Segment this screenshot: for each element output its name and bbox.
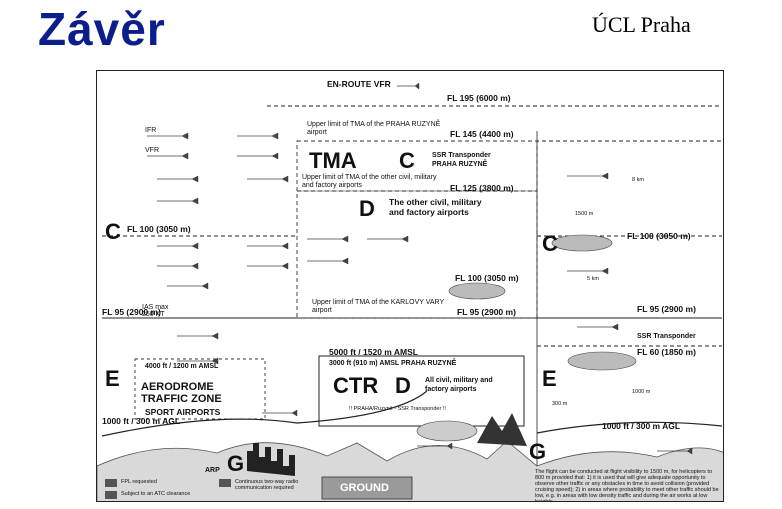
visibility-8km: 8 km <box>632 177 644 183</box>
ssr-praha-label: SSR Transponder PRAHA RUZYNĚ <box>432 152 491 168</box>
arp-label: ARP <box>205 467 220 474</box>
ctr-description: All civil, military and factory airports <box>425 377 493 393</box>
ctr-transponder-note: !! PRAHA/Ruzyně - SSR Transponder !! <box>349 406 446 412</box>
atz-subtitle: SPORT AIRPORTS <box>145 407 221 417</box>
distance-300m: 300 m <box>552 401 568 407</box>
ground-label: GROUND <box>340 482 389 494</box>
ctr-letters: CTR <box>333 373 379 398</box>
airspace-graphics <box>97 82 723 501</box>
class-g-left-letter: G <box>227 451 245 476</box>
class-e-right-letter: E <box>542 366 557 391</box>
legend-atc: Subject to an ATC clearance <box>121 491 191 497</box>
amsl-3000-label: 3000 ft (910 m) AMSL PRAHA RUZYNĚ <box>329 360 457 367</box>
ssr-transponder-label: SSR Transponder <box>637 333 696 340</box>
other-airports-label: The other civil, military and factory ai… <box>389 197 482 217</box>
fl100-right-label: FL 100 (3050 m) <box>627 231 691 241</box>
fl95-left-label: FL 95 (2900 m) <box>102 307 161 317</box>
class-g-right-letter: G <box>529 439 547 464</box>
fl125-label: FL 125 (3800 m) <box>450 183 514 193</box>
fl145-label: FL 145 (4400 m) <box>450 129 514 139</box>
tma-other-upper-label: Upper limit of TMA of the other civil, m… <box>302 174 437 189</box>
class-e-left-letter: E <box>105 366 120 391</box>
tma-class-letter: C <box>399 148 415 173</box>
ifr-label: IFR <box>145 127 157 134</box>
karlovy-vary-label: Upper limit of TMA of the KARLOVY VARY a… <box>312 299 445 314</box>
fl60-label: FL 60 (1850 m) <box>637 347 696 357</box>
legend-fpl: FPL requested <box>121 479 157 485</box>
slide-title: Závěr <box>38 3 166 55</box>
tma-praha-upper-label: Upper limit of TMA of the PRAHA RUZYNĚ a… <box>307 121 441 136</box>
vfr-label: VFR <box>145 147 159 154</box>
class-c-left-letter: C <box>105 219 121 244</box>
ias-max-label: IAS max 250 KT <box>142 304 169 318</box>
fl95-right-label: FL 95 (2900 m) <box>637 304 696 314</box>
fl95-mid-label: FL 95 (2900 m) <box>457 307 516 317</box>
class-c-right-letter: C <box>542 231 558 256</box>
fl100-left-label: FL 100 (3050 m) <box>127 224 191 234</box>
amsl-5000-label: 5000 ft / 1520 m AMSL <box>329 347 418 357</box>
fl100-mid-label: FL 100 (3050 m) <box>455 273 519 283</box>
visibility-notes: The flight can be conducted at flight vi… <box>535 469 719 502</box>
class-d-letter: D <box>359 196 375 221</box>
distance-1500m: 1500 m <box>575 211 594 217</box>
atz-title: AERODROME TRAFFIC ZONE <box>141 381 222 405</box>
visibility-5km: 5 km <box>587 276 599 282</box>
agl-left-label: 1000 ft / 300 m AGL <box>102 416 181 426</box>
fl195-label: FL 195 (6000 m) <box>447 93 511 103</box>
agl-right-label: 1000 ft / 300 m AGL <box>602 421 681 431</box>
amsl-4000-label: 4000 ft / 1200 m AMSL <box>145 363 219 370</box>
ctr-class-letter: D <box>395 373 411 398</box>
distance-1000m: 1000 m <box>632 389 651 395</box>
organization-label: ÚCL Praha <box>592 12 691 37</box>
tma-letters: TMA <box>309 148 357 173</box>
airspace-diagram: EN-ROUTE VFR FL 195 (6000 m) Upper limit… <box>96 70 724 502</box>
legend-radio: Continuous two-way radio communication r… <box>235 479 299 491</box>
enroute-vfr-label: EN-ROUTE VFR <box>327 79 391 89</box>
